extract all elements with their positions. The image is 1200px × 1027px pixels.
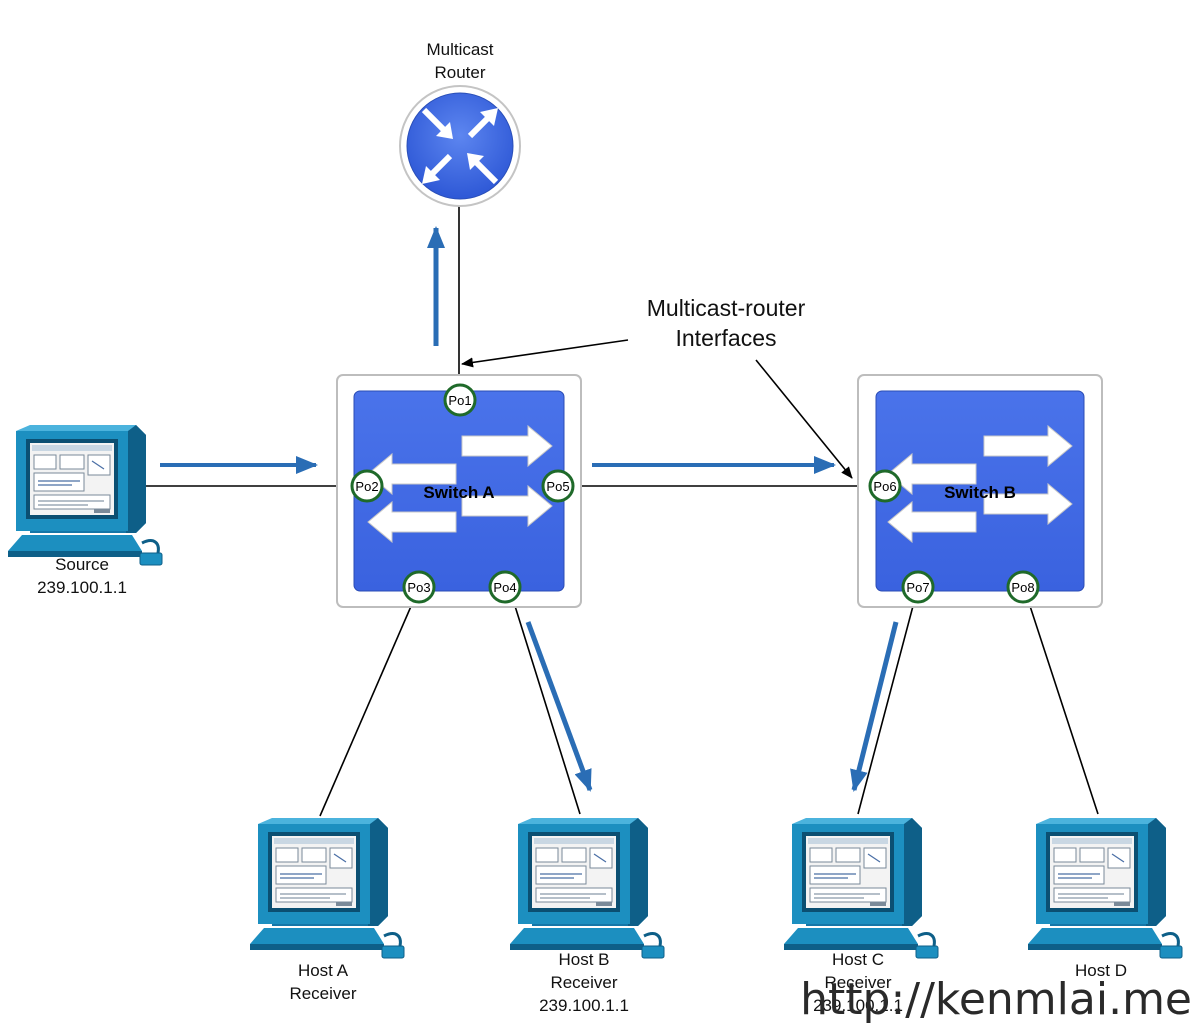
svg-text:Po2: Po2 (355, 479, 378, 494)
switch-b: Switch B (857, 374, 1103, 608)
port-po5: Po5 (541, 469, 575, 503)
router-label-line1: Multicast (426, 40, 493, 59)
switch-a-label: Switch A (423, 483, 494, 502)
svg-text:Po1: Po1 (448, 393, 471, 408)
port-po8: Po8 (1006, 570, 1040, 604)
flow-arrow-to-host-c (850, 621, 899, 792)
callout-label-line2: Interfaces (676, 325, 777, 351)
link-po4-hostb (514, 605, 581, 815)
host-a-computer-icon (248, 816, 406, 960)
switch-b-label: Switch B (944, 483, 1016, 502)
multicast-router-icon (399, 85, 521, 207)
source-label-line2: 239.100.1.1 (37, 578, 127, 597)
svg-text:Po5: Po5 (546, 479, 569, 494)
port-po3: Po3 (402, 570, 436, 604)
svg-text:Po7: Po7 (906, 580, 929, 595)
source-label-line1: Source (55, 555, 109, 574)
host-b-label-line1: Host B (558, 950, 609, 969)
host-c-label-line1: Host C (832, 950, 884, 969)
source-computer-icon (6, 423, 164, 567)
host-a-label-line2: Receiver (289, 984, 356, 1003)
link-po3-hosta (319, 603, 413, 817)
port-po1: Po1 (443, 383, 477, 417)
host-b-label-line3: 239.100.1.1 (539, 996, 629, 1015)
watermark: http://kenmlai.me (800, 974, 1192, 1025)
host-b-label-line2: Receiver (550, 973, 617, 992)
host-a-label-line1: Host A (298, 961, 349, 980)
switch-arrows-icon (887, 424, 1073, 544)
host-c-label-line3: 239.100.1.1 (813, 996, 903, 1015)
flow-arrow-to-host-b (525, 621, 593, 792)
link-po7-hostc (857, 605, 914, 815)
switch-arrows-icon (367, 424, 553, 544)
host-c-label-line2: Receiver (824, 973, 891, 992)
host-c-computer-icon (782, 816, 940, 960)
link-po8-hostd (1029, 605, 1099, 815)
callout-label-line1: Multicast-router (647, 295, 806, 321)
router-label-line2: Router (434, 63, 485, 82)
port-po6: Po6 (868, 469, 902, 503)
port-po4: Po4 (488, 570, 522, 604)
host-d-label-line1: Host D (1075, 961, 1127, 980)
switch-a: Switch A (336, 374, 582, 608)
callout-pointer-po1 (461, 339, 629, 368)
svg-text:Po8: Po8 (1011, 580, 1034, 595)
callout-pointer-po6 (755, 359, 853, 479)
port-po7: Po7 (901, 570, 935, 604)
svg-text:Po4: Po4 (493, 580, 516, 595)
svg-text:Po6: Po6 (873, 479, 896, 494)
svg-text:Po3: Po3 (407, 580, 430, 595)
host-d-computer-icon (1026, 816, 1184, 960)
host-b-computer-icon (508, 816, 666, 960)
port-po2: Po2 (350, 469, 384, 503)
